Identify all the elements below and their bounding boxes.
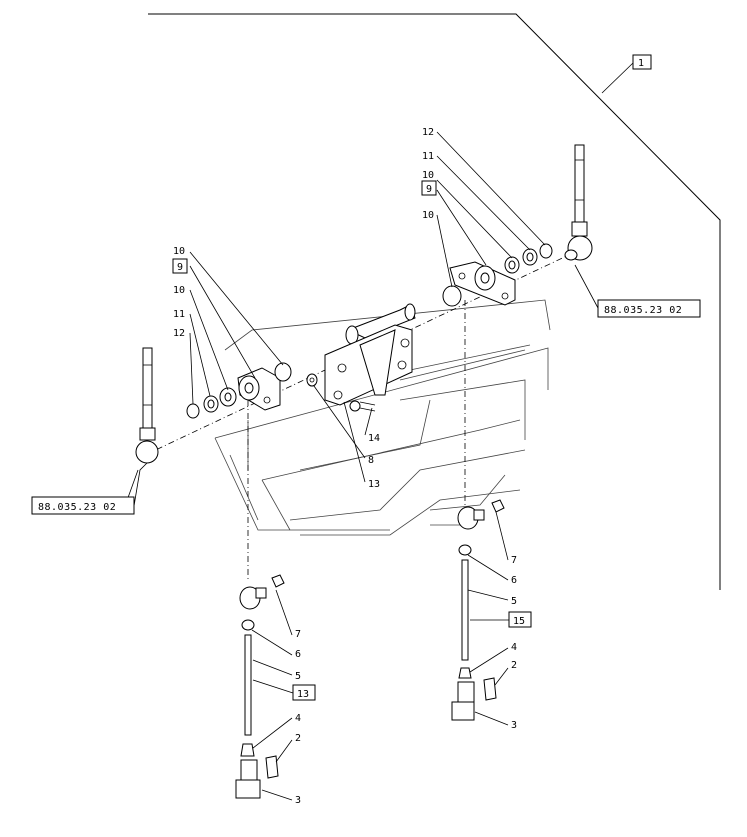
label-3-right: 3 <box>511 720 517 731</box>
callout-9-left: 9 <box>172 258 188 274</box>
item-labels: 12 11 10 10 10 10 11 12 14 8 13 7 6 5 4 … <box>173 127 517 806</box>
right-bracket <box>442 261 516 307</box>
label-7-right: 7 <box>511 555 517 566</box>
shaft-axis-line <box>144 244 591 456</box>
label-13: 13 <box>368 479 380 490</box>
callout-9-left-text: 9 <box>177 262 183 273</box>
label-10-right: 10 <box>422 170 434 181</box>
reference-box-left: 88.035.23 02 <box>31 496 135 515</box>
label-6-right: 6 <box>511 575 517 586</box>
callout-1-text: 1 <box>638 58 644 69</box>
label-8: 8 <box>368 455 374 466</box>
label-6-left: 6 <box>295 649 301 660</box>
callout-15-text: 15 <box>513 616 525 627</box>
callout-9-right: 9 <box>421 180 437 196</box>
label-5-right: 5 <box>511 596 517 607</box>
callout-9-right-text: 9 <box>426 184 432 195</box>
central-pivot-plate <box>324 303 416 406</box>
label-12-right: 12 <box>422 127 434 138</box>
callout-13: 13 <box>292 684 316 701</box>
reference-left-text: 88.035.23 02 <box>38 502 116 513</box>
reference-right-text: 88.035.23 02 <box>604 305 682 316</box>
label-11-left: 11 <box>173 309 185 320</box>
left-washers <box>186 387 237 419</box>
right-washers <box>504 243 553 274</box>
label-4-left: 4 <box>295 713 301 724</box>
right-ball-joint-rod <box>564 144 593 261</box>
leader-lines <box>124 62 634 801</box>
left-lower-linkage <box>235 574 285 799</box>
reference-left-leader <box>133 462 148 507</box>
label-2-left: 2 <box>295 733 301 744</box>
assembly-boundary-line <box>148 13 721 590</box>
label-4-right: 4 <box>511 642 517 653</box>
callout-13-text: 13 <box>297 689 309 700</box>
label-14: 14 <box>368 433 380 444</box>
label-7-left: 7 <box>295 629 301 640</box>
left-ball-joint-rod <box>135 347 159 464</box>
label-10-left: 10 <box>173 246 185 257</box>
reference-box-right: 88.035.23 02 <box>597 299 701 318</box>
callout-15: 15 <box>508 611 532 628</box>
left-bracket <box>237 362 292 411</box>
label-5-left: 5 <box>295 671 301 682</box>
label-11-right: 11 <box>422 151 434 162</box>
right-lower-linkage <box>451 499 505 721</box>
callout-1: 1 <box>632 54 652 70</box>
label-10-right-2: 10 <box>422 210 434 221</box>
label-2-right: 2 <box>511 660 517 671</box>
label-10-left-2: 10 <box>173 285 185 296</box>
label-3-left: 3 <box>295 795 301 806</box>
label-12-left: 12 <box>173 328 185 339</box>
nut-and-screw <box>306 373 376 412</box>
